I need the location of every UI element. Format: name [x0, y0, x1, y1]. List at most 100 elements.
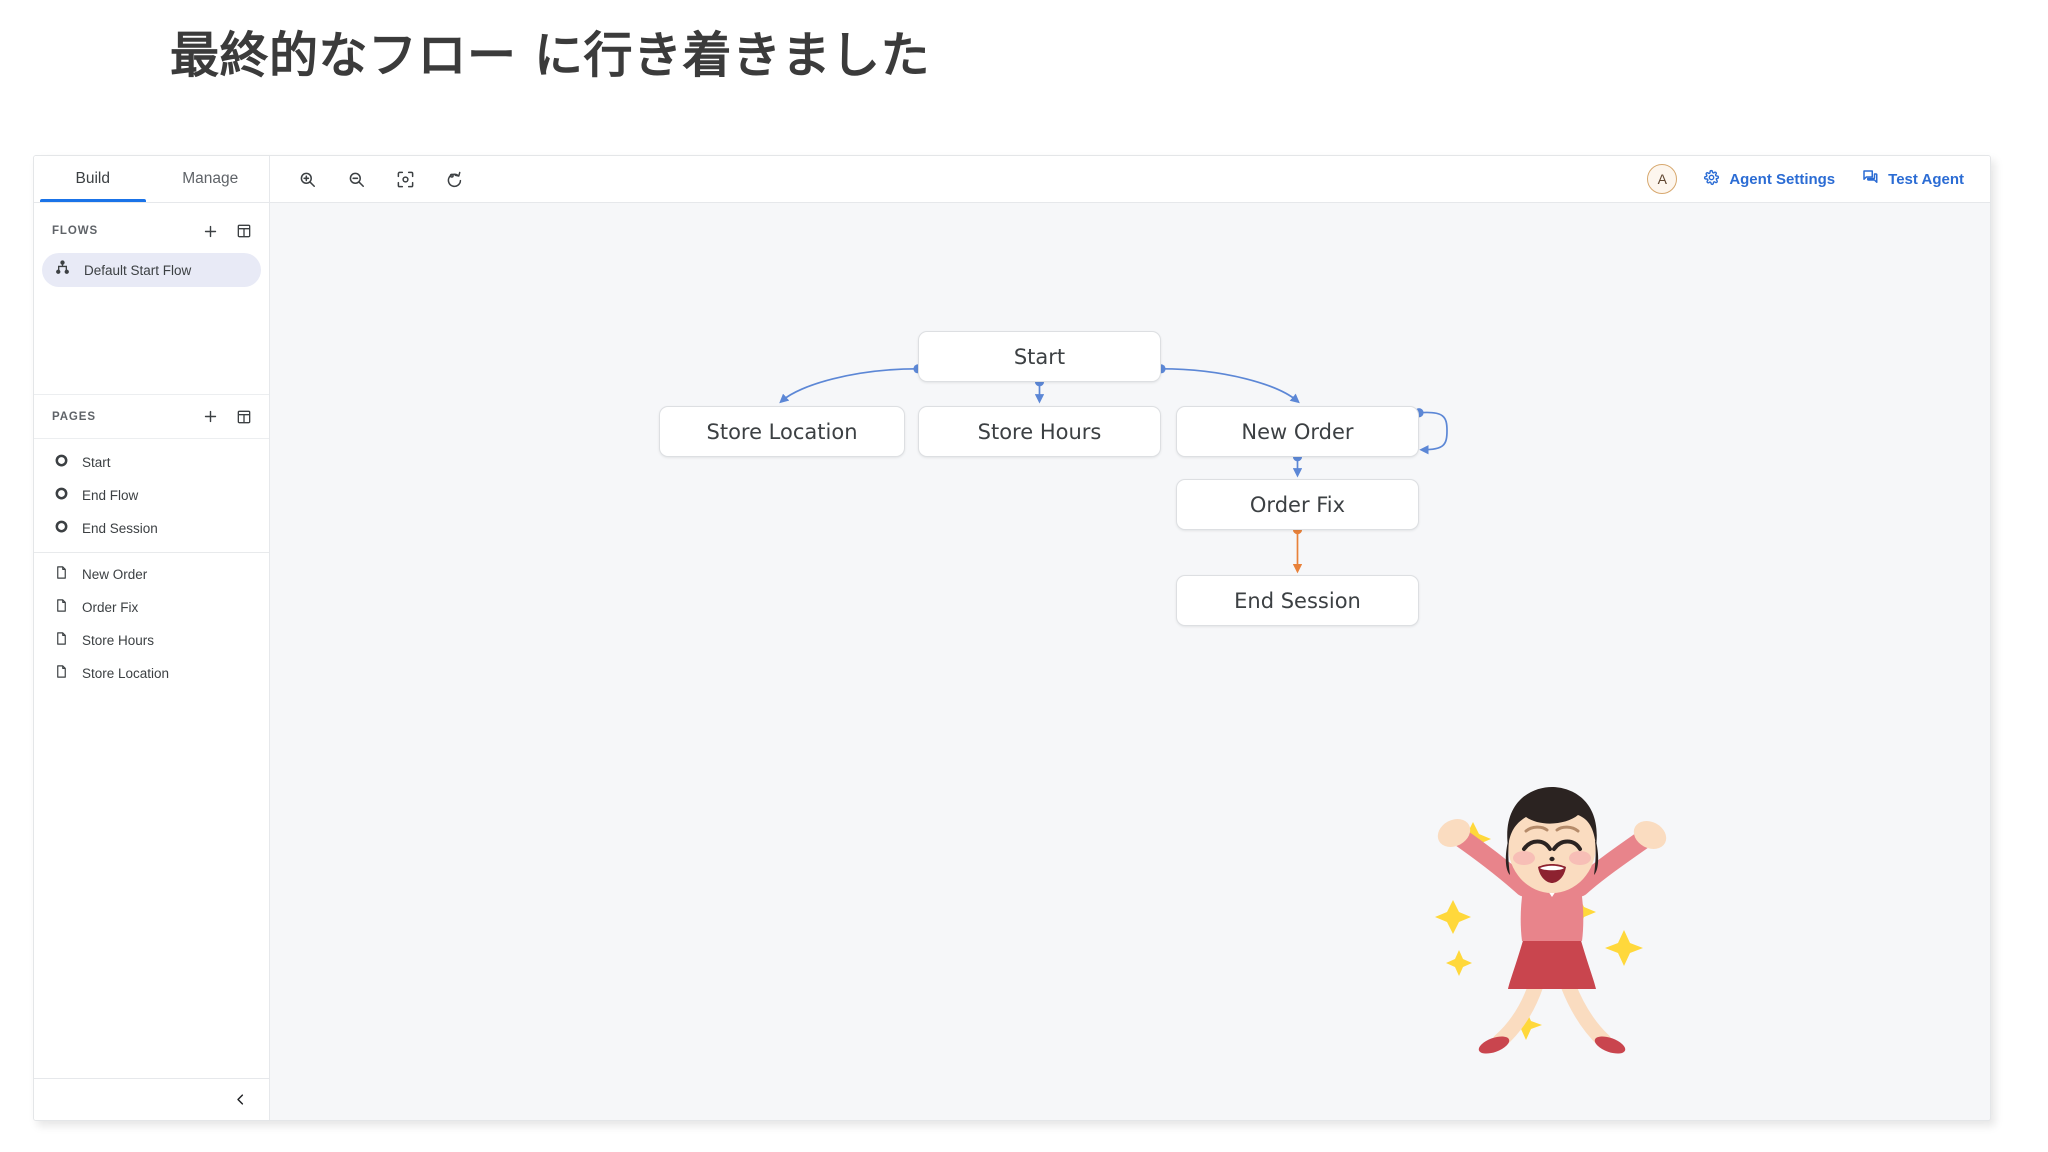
tab-manage-label: Manage — [182, 170, 239, 187]
flows-header-icons — [201, 222, 253, 240]
top — [1520, 877, 1584, 941]
topbar-actions: A Agent Settings — [1647, 156, 1990, 202]
right-eyebrow — [1555, 825, 1580, 833]
hair-right-side — [1594, 841, 1599, 875]
flows-section: FLOWS — [34, 203, 269, 395]
sidebar-spacer — [34, 690, 269, 1078]
page-document-icon — [54, 598, 69, 618]
sidebar-item-start[interactable]: Start — [34, 446, 269, 479]
flow-node-label: Order Fix — [1249, 492, 1346, 517]
left-blush — [1513, 851, 1535, 865]
add-flow-icon[interactable] — [201, 222, 219, 240]
flow-node-label: Start — [1013, 344, 1066, 369]
flow-node-store-location[interactable]: Store Location — [659, 406, 905, 457]
page-title: 最終的なフロー に行き着きました — [170, 27, 931, 84]
avatar-initial: A — [1657, 171, 1667, 187]
edge-new-order-self-loop — [1418, 411, 1448, 455]
flow-node-label: New Order — [1241, 419, 1354, 444]
zoom-out-icon[interactable] — [343, 166, 369, 192]
flow-node-label: Store Hours — [977, 419, 1102, 444]
left-shoe — [1478, 1036, 1510, 1054]
right-shoe — [1594, 1036, 1626, 1054]
page-label: Store Location — [82, 666, 170, 681]
pages-section: PAGES — [34, 395, 269, 690]
flow-label: Default Start Flow — [84, 262, 192, 278]
pages-header-icons — [201, 408, 253, 426]
flow-node-order-fix[interactable]: Order Fix — [1176, 479, 1419, 530]
app-topbar: Build Manage — [34, 156, 1990, 203]
flow-node-new-order[interactable]: New Order — [1176, 406, 1419, 457]
flows-section-header: FLOWS — [34, 209, 269, 253]
tab-build-label: Build — [75, 170, 110, 187]
sidebar-item-order-fix[interactable]: Order Fix — [34, 591, 269, 624]
tab-build[interactable]: Build — [34, 156, 152, 202]
pages-section-header: PAGES — [34, 395, 269, 439]
pages-table-view-icon[interactable] — [235, 408, 253, 426]
right-eye — [1552, 839, 1582, 851]
zoom-in-icon[interactable] — [294, 166, 320, 192]
page-document-icon — [54, 631, 69, 651]
sidebar-item-default-start-flow[interactable]: Default Start Flow — [42, 253, 261, 287]
test-agent-button[interactable]: Test Agent — [1861, 168, 1964, 190]
circle-ring-icon — [54, 519, 69, 539]
left-leg — [1492, 977, 1544, 1049]
sidebar-item-end-flow[interactable]: End Flow — [34, 479, 269, 512]
right-blush — [1569, 851, 1591, 865]
test-agent-label: Test Agent — [1888, 170, 1964, 188]
flow-node-label: End Session — [1234, 588, 1361, 613]
chat-bubble-icon — [1861, 168, 1879, 190]
sidebar-item-end-session[interactable]: End Session — [34, 512, 269, 545]
left-arm — [1450, 827, 1534, 897]
dialogflow-app-window: Build Manage — [33, 155, 1991, 1121]
agent-settings-button[interactable]: Agent Settings — [1703, 169, 1835, 190]
pages-divider — [34, 552, 269, 553]
right-hand — [1633, 821, 1667, 849]
sidebar-footer — [34, 1078, 269, 1120]
topbar-spacer — [467, 156, 1647, 202]
left-eyebrow — [1524, 825, 1549, 833]
flow-node-end-session[interactable]: End Session — [1176, 575, 1419, 626]
skirt — [1508, 937, 1596, 989]
flow-node-start[interactable]: Start — [918, 331, 1161, 382]
canvas-toolbar — [270, 156, 467, 202]
edge-start-to-new-order — [1160, 367, 1300, 404]
circle-ring-icon — [54, 486, 69, 506]
add-page-icon[interactable] — [201, 408, 219, 426]
flow-canvas[interactable]: Start Store Location Store Hours New Ord… — [270, 203, 1990, 1120]
flow-node-label: Store Location — [706, 419, 858, 444]
nose — [1549, 856, 1555, 862]
gear-icon — [1703, 169, 1720, 190]
fit-to-screen-icon[interactable] — [392, 166, 418, 192]
flows-table-view-icon[interactable] — [235, 222, 253, 240]
celebrating-woman-illustration — [1428, 775, 1678, 1055]
page-label: End Session — [82, 521, 158, 536]
right-leg — [1560, 977, 1612, 1049]
page-label: Start — [82, 455, 111, 470]
flow-node-store-hours[interactable]: Store Hours — [918, 406, 1161, 457]
hair — [1507, 787, 1597, 847]
tab-manage[interactable]: Manage — [152, 156, 270, 202]
chevron-left-icon[interactable] — [229, 1089, 251, 1111]
sidebar-item-store-hours[interactable]: Store Hours — [34, 624, 269, 657]
left-sidebar: FLOWS — [34, 203, 270, 1120]
pages-special-list: Start End Flow End Session — [34, 439, 269, 545]
pages-title: PAGES — [52, 410, 96, 423]
avatar[interactable]: A — [1647, 164, 1678, 194]
flow-hierarchy-icon — [54, 259, 71, 281]
page-label: Store Hours — [82, 633, 155, 648]
app-body: FLOWS — [34, 203, 1990, 1120]
right-arm — [1570, 829, 1654, 897]
page-label: End Flow — [82, 488, 139, 503]
teeth — [1540, 865, 1564, 871]
left-hand — [1437, 819, 1471, 847]
page-label: Order Fix — [82, 600, 139, 615]
sidebar-item-new-order[interactable]: New Order — [34, 558, 269, 591]
sidebar-item-store-location[interactable]: Store Location — [34, 657, 269, 690]
left-eye — [1522, 839, 1552, 851]
tab-bar: Build Manage — [34, 156, 270, 202]
pages-list: New Order Order Fix — [34, 558, 269, 690]
hair-left-side — [1505, 841, 1510, 875]
page-document-icon — [54, 664, 69, 684]
reset-view-icon[interactable] — [441, 166, 467, 192]
